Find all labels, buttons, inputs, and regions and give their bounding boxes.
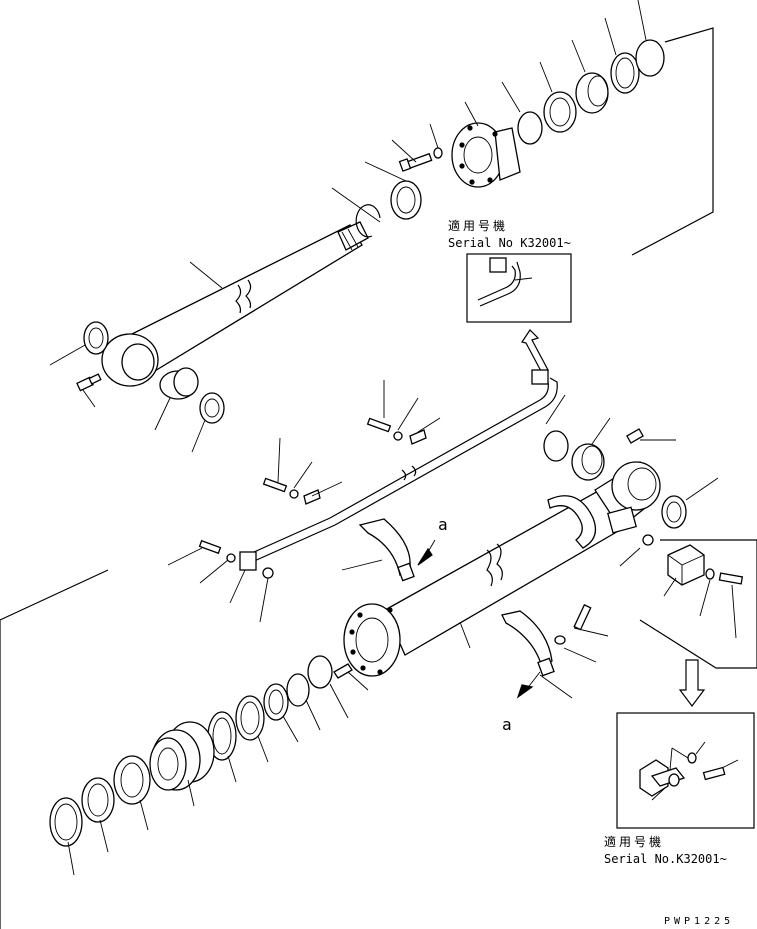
frame-line-lower-left — [0, 569, 109, 929]
piston-collar — [113, 755, 151, 805]
port-bolt — [718, 572, 744, 585]
arrow-to-inset-upper — [521, 329, 549, 374]
piston-o-ring — [307, 655, 333, 689]
inset-upper-serial-label: Serial No K32001~ — [448, 236, 571, 250]
band-clamp-lower — [501, 610, 553, 668]
clamp-bolt-1 — [366, 417, 403, 441]
bottom-bushing — [571, 443, 605, 481]
drawing-code: PWP1225 — [664, 916, 734, 927]
piston-ring-1 — [263, 683, 289, 721]
tube-clamp-1 — [409, 429, 427, 445]
grease-fitting-bottom — [626, 428, 644, 444]
bottom-dust-seal — [543, 430, 569, 462]
upper-rod-assembly — [49, 0, 714, 453]
rod-bushing — [159, 367, 199, 400]
cylinder-tube-assembly: a a — [0, 394, 719, 929]
backup-ring — [610, 52, 640, 94]
o-ring-head — [635, 39, 665, 77]
dust-seal-right — [199, 392, 225, 424]
dust-seal-left — [83, 321, 109, 355]
cylinder-head — [451, 122, 521, 188]
bottom-dust-seal-right — [661, 495, 687, 529]
head-washer — [433, 147, 443, 159]
o-ring-tube — [262, 567, 274, 579]
port-washer — [705, 568, 715, 580]
piston — [149, 721, 215, 791]
callout-a-lower: a — [502, 715, 512, 734]
inset-lower-serial-label: Serial No.K32001~ — [604, 852, 727, 866]
tube-band — [547, 495, 597, 549]
inset-lower-box — [616, 712, 755, 829]
inset-upper-fitting — [489, 257, 507, 273]
inset-upper-box — [466, 253, 572, 323]
head-bolt — [398, 152, 433, 172]
tube-clamp-2 — [303, 489, 321, 505]
port-o-ring — [642, 534, 654, 546]
arrow-to-inset-lower — [678, 659, 706, 707]
port-block-detail — [667, 544, 705, 586]
inset-upper: 適用号機 Serial No K32001~ — [448, 218, 572, 374]
hose-tube — [167, 369, 558, 623]
grease-fitting — [76, 373, 102, 392]
frame-line-upper-right — [631, 27, 714, 256]
clamp-bolt-2 — [262, 477, 299, 499]
piston-stack — [49, 655, 369, 876]
inset-lower-washer — [687, 752, 697, 764]
port-detail-right — [639, 539, 757, 707]
snap-ring — [355, 204, 381, 238]
tube-flange — [239, 551, 257, 571]
piston-ring-2 — [235, 695, 265, 741]
clamp-bolt-3 — [198, 539, 236, 563]
piston-nut — [333, 663, 353, 679]
cushion-ring — [81, 777, 115, 823]
band-bolt — [554, 603, 592, 645]
callout-a-upper: a — [438, 515, 448, 534]
u-packing — [543, 91, 577, 133]
piston-backup — [286, 673, 310, 707]
buffer-ring — [517, 111, 543, 145]
port-detail-frame — [639, 539, 757, 669]
tube-port-block — [607, 506, 637, 534]
inset-lower-applicability-label: 適用号機 — [604, 834, 664, 849]
inset-upper-applicability-label: 適用号機 — [448, 218, 508, 233]
inset-lower: 適用号機 Serial No.K32001~ — [604, 712, 755, 866]
tube-flange-end — [343, 603, 401, 677]
tube-elbow-fitting — [531, 369, 549, 385]
inset-lower-bolt — [702, 766, 726, 781]
rod-thread-end — [337, 221, 369, 251]
